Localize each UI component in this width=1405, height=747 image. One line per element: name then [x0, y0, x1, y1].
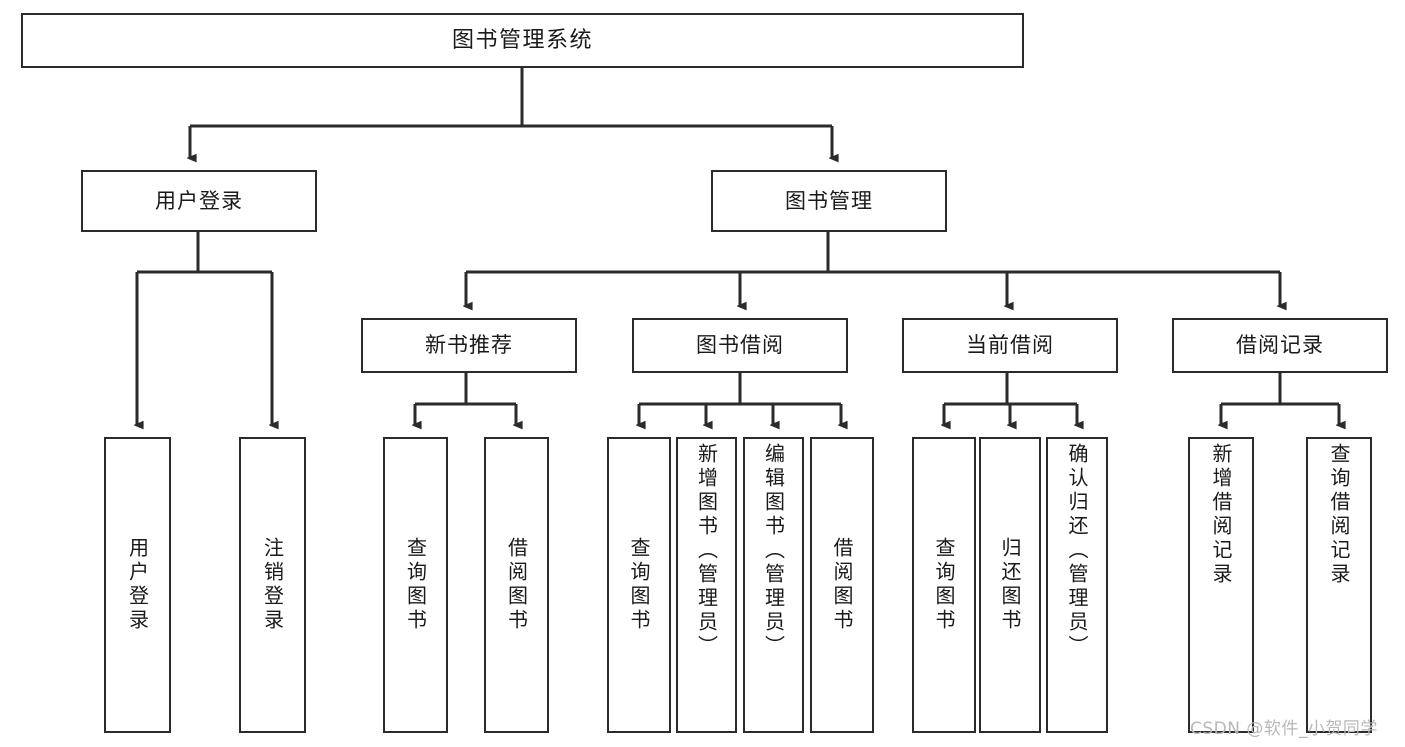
node-leaf-user-login-label: 用户登录 — [125, 537, 150, 633]
node-new-book-rec[interactable]: 新书推荐 — [361, 318, 577, 373]
node-leaf-add-book-label: 新增图书（管理员） — [694, 443, 719, 659]
node-leaf-edit-book-label: 编辑图书（管理员） — [761, 443, 786, 659]
node-leaf-return-book[interactable]: 归还图书 — [979, 437, 1041, 733]
node-leaf-borrow-book-2-label: 借阅图书 — [830, 537, 854, 633]
node-leaf-query-record-label: 查询借阅记录 — [1327, 443, 1351, 587]
node-new-book-rec-label: 新书推荐 — [425, 333, 513, 358]
node-book-borrow-label: 图书借阅 — [696, 333, 784, 358]
node-leaf-query-record[interactable]: 查询借阅记录 — [1306, 437, 1372, 733]
node-borrow-record-label: 借阅记录 — [1236, 333, 1324, 358]
node-leaf-query-book-1[interactable]: 查询图书 — [383, 437, 448, 733]
node-root-label: 图书管理系统 — [451, 27, 593, 53]
node-current-borrow[interactable]: 当前借阅 — [902, 318, 1118, 373]
node-leaf-query-book-3[interactable]: 查询图书 — [912, 437, 976, 733]
node-leaf-borrow-book-1[interactable]: 借阅图书 — [484, 437, 549, 733]
node-leaf-user-logout[interactable]: 注销登录 — [239, 437, 306, 733]
node-leaf-borrow-book-2[interactable]: 借阅图书 — [810, 437, 874, 733]
node-leaf-add-book[interactable]: 新增图书（管理员） — [676, 437, 737, 733]
node-leaf-user-logout-label: 注销登录 — [260, 537, 285, 633]
node-book-borrow[interactable]: 图书借阅 — [632, 318, 848, 373]
node-current-borrow-label: 当前借阅 — [966, 333, 1054, 358]
node-leaf-query-book-3-label: 查询图书 — [932, 537, 956, 633]
node-leaf-confirm-return-label: 确认归还（管理员） — [1065, 443, 1089, 659]
node-borrow-record[interactable]: 借阅记录 — [1172, 318, 1388, 373]
node-leaf-query-book-2[interactable]: 查询图书 — [607, 437, 671, 733]
watermark: CSDN @软件_小贺同学 — [1190, 719, 1378, 739]
node-leaf-borrow-book-1-label: 借阅图书 — [504, 537, 529, 633]
node-leaf-query-book-2-label: 查询图书 — [627, 537, 651, 633]
node-leaf-edit-book[interactable]: 编辑图书（管理员） — [743, 437, 804, 733]
node-leaf-return-book-label: 归还图书 — [998, 537, 1022, 633]
node-book-manage[interactable]: 图书管理 — [711, 170, 947, 232]
node-book-manage-label: 图书管理 — [785, 188, 873, 213]
node-user-login-label: 用户登录 — [155, 188, 243, 213]
node-leaf-confirm-return[interactable]: 确认归还（管理员） — [1046, 437, 1108, 733]
node-leaf-add-record[interactable]: 新增借阅记录 — [1188, 437, 1254, 733]
node-leaf-query-book-1-label: 查询图书 — [403, 537, 428, 633]
node-user-login[interactable]: 用户登录 — [81, 170, 317, 232]
node-root[interactable]: 图书管理系统 — [21, 13, 1024, 68]
node-leaf-add-record-label: 新增借阅记录 — [1209, 443, 1233, 587]
node-leaf-user-login[interactable]: 用户登录 — [104, 437, 171, 733]
